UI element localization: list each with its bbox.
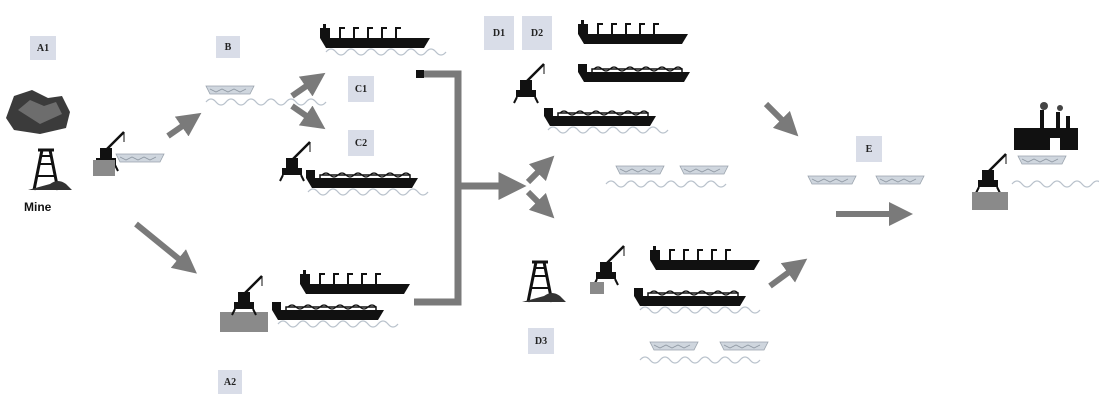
barge-icon [615,165,665,175]
crane-icon [512,62,546,105]
ore-pile-icon [6,90,70,134]
arrow-b-to-c1 [290,72,326,99]
wave-icon [205,98,327,106]
connector-bracket [414,70,462,306]
ship-icon [633,287,747,307]
mine-headframe-icon [520,260,568,304]
label-a2: A2 [218,370,242,394]
arrow-d3-to-e [768,258,808,289]
label-d3: D3 [528,328,554,354]
label-d2: D2 [522,16,552,50]
stockpile-icon [220,312,268,332]
wave-icon [307,188,429,196]
wave-icon [1011,180,1099,188]
wave-icon [277,320,399,328]
wave-icon [639,306,761,314]
barge-icon [115,153,165,163]
arrow-to-d3 [525,189,555,219]
ship-icon [299,269,411,295]
barge-icon [205,85,255,95]
crane-icon [592,244,626,287]
barge-icon [679,165,729,175]
stockpile-icon [590,282,604,294]
label-d1: D1 [484,16,514,50]
wave-icon [639,356,761,364]
stockpile-icon [972,192,1008,210]
wave-icon [547,126,669,134]
label-c2: C2 [348,130,374,156]
mine-headframe-icon [26,148,74,192]
label-e: E [856,136,882,162]
mine-label: Mine [24,200,52,214]
crane-icon [230,274,264,317]
arrow-b-to-c2 [290,103,326,130]
arrow-d1-to-e [763,101,799,137]
wave-icon [605,180,727,188]
barge-icon [807,175,857,185]
barge-icon [875,175,925,185]
wave-icon [325,48,447,56]
label-b: B [216,36,240,58]
crane-icon [974,152,1008,195]
connector-node [416,70,424,78]
stockpile-icon [93,160,115,176]
factory-icon [1014,102,1078,150]
label-a1: A1 [30,36,56,60]
ship-icon [319,23,431,49]
ship-icon [305,169,419,189]
arrow-to-d1d2 [525,155,555,185]
arrow-mine-to-b [166,112,202,139]
barge-icon [719,341,769,351]
arrow-mine-to-a2 [134,221,197,274]
ship-icon [577,63,691,83]
barge-icon [1017,155,1067,165]
barge-icon [649,341,699,351]
ship-icon [543,107,657,127]
label-c1: C1 [348,76,374,102]
ship-icon [649,245,761,271]
ship-icon [577,19,689,45]
crane-icon [278,140,312,183]
ship-icon [271,301,385,321]
